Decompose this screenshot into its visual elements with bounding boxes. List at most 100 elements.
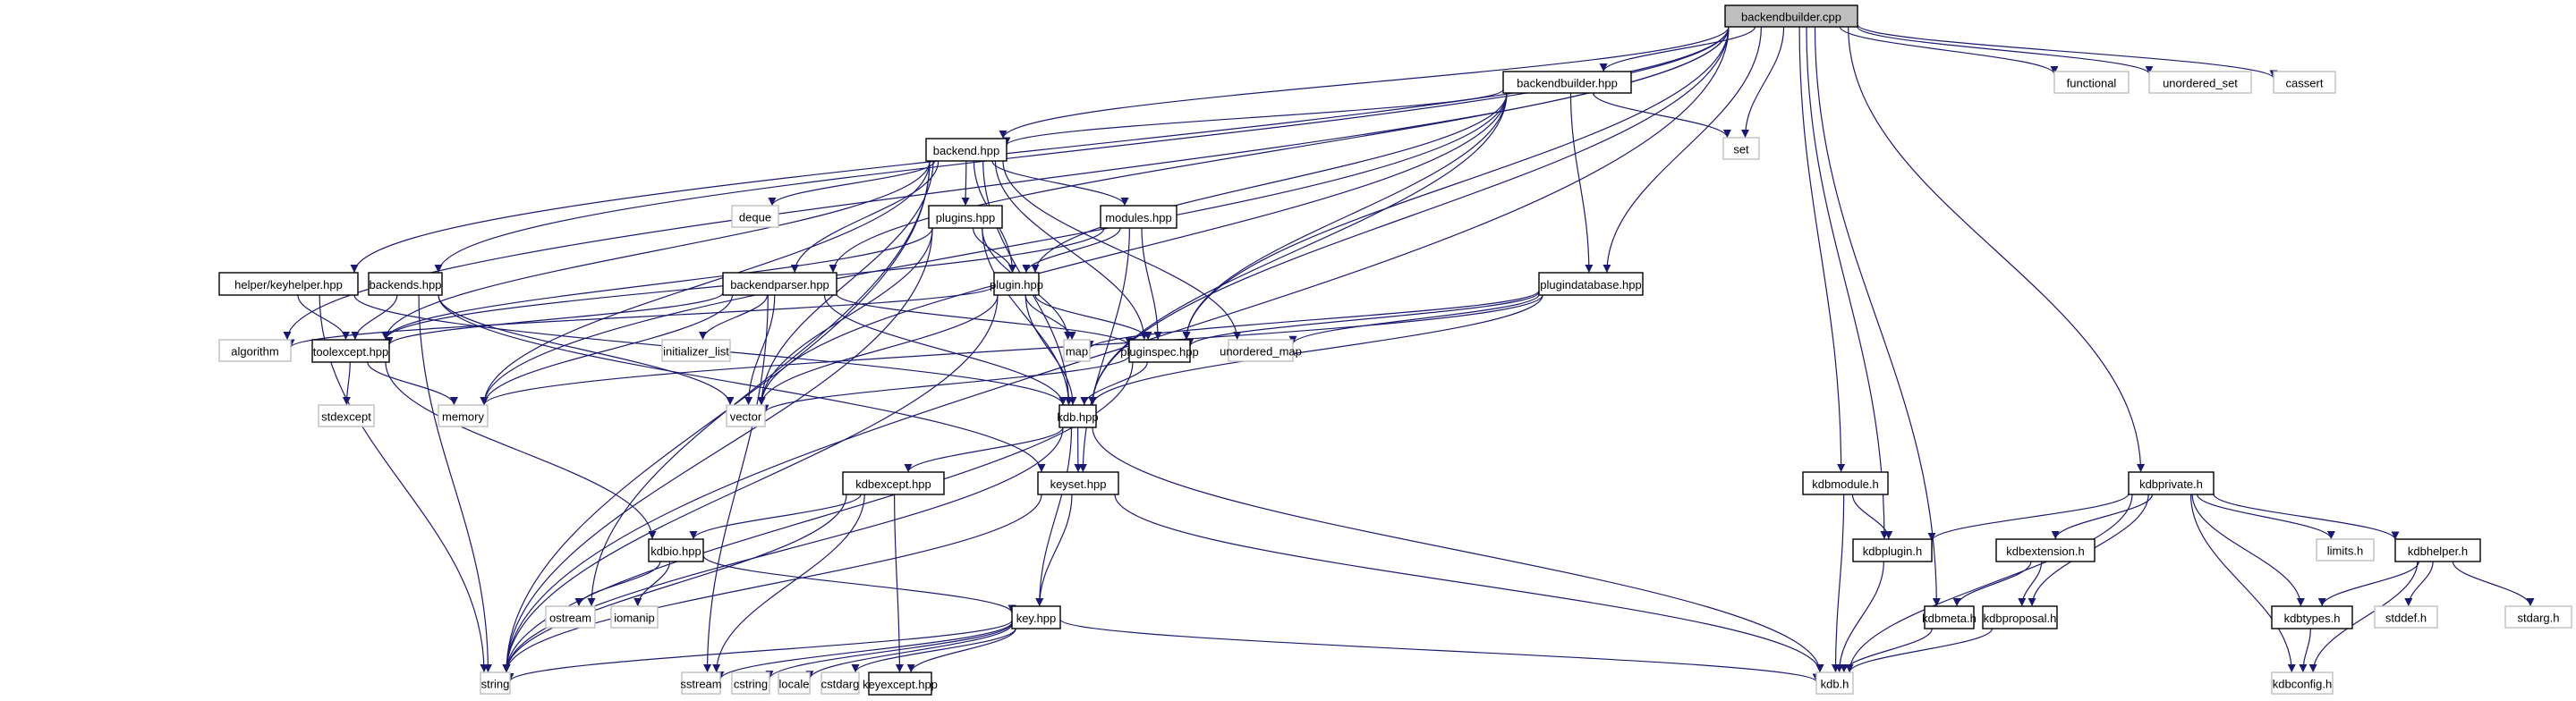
node-backendbuilder-cpp[interactable]: backendbuilder.cpp — [1724, 4, 1858, 28]
node-kdb-hpp[interactable]: kdb.hpp — [1057, 404, 1099, 428]
edge-line — [438, 294, 1046, 473]
node-label: backends.hpp — [370, 278, 442, 291]
edge-line — [1857, 24, 2278, 80]
edge-backend_hpp-to-memory — [480, 160, 931, 406]
edge-line — [1288, 293, 1540, 345]
node-plugins-hpp[interactable]: plugins.hpp — [928, 205, 1003, 229]
edge-keyset_hpp-to-kdb_h — [1114, 494, 1824, 673]
node-label: limits.h — [2327, 545, 2363, 558]
node-label: pluginspec.hpp — [1120, 345, 1198, 359]
edge-key_hpp-to-string — [506, 620, 1013, 682]
node-kdbio-hpp[interactable]: kdbio.hpp — [648, 538, 704, 562]
node-keyhelper-hpp[interactable]: helper/keyhelper.hpp — [218, 272, 359, 296]
edge-line — [1002, 160, 1242, 341]
edge-line — [1851, 494, 1893, 540]
node-backends-hpp[interactable]: backends.hpp — [368, 272, 443, 296]
node-plugin-hpp[interactable]: plugin.hpp — [990, 272, 1043, 296]
edge-line — [502, 26, 1730, 673]
node-box — [681, 671, 721, 695]
node-iomanip: iomanip — [610, 605, 659, 629]
edge-plugins_hpp-to-plugin_hpp — [972, 227, 1016, 274]
edge-line — [1024, 294, 1076, 341]
edge-backendbuilder_cpp-to-kdbprivate_h — [1848, 26, 2146, 473]
node-keyexcept-hpp[interactable]: keyexcept.hpp — [863, 671, 938, 696]
edge-kdbio_hpp-to-ostream — [574, 561, 661, 607]
node-label: backendparser.hpp — [730, 278, 829, 291]
edge-kdbexcept_hpp-to-string — [502, 494, 847, 673]
node-box — [928, 205, 1003, 229]
node-label: locale — [779, 678, 810, 691]
edge-line — [982, 227, 1073, 406]
node-backendbuilder-hpp[interactable]: backendbuilder.hpp — [1502, 71, 1632, 94]
node-kdbexcept-hpp[interactable]: kdbexcept.hpp — [842, 471, 945, 495]
node-kdbprivate-h[interactable]: kdbprivate.h — [2128, 471, 2215, 495]
edge-kdbproposal_h-to-kdb_h — [1845, 628, 1994, 673]
edge-kdbprivate_h-to-kdbconfig_h — [2189, 494, 2296, 673]
node-box — [480, 671, 511, 695]
edge-backendbuilder_hpp-to-memory — [480, 92, 1508, 406]
node-label: plugindatabase.hpp — [1540, 278, 1642, 291]
edge-backend_hpp-to-toolexcept_hpp — [381, 160, 931, 341]
node-box — [218, 339, 292, 362]
node-keyset-hpp[interactable]: keyset.hpp — [1037, 471, 1119, 495]
edge-line — [438, 294, 735, 406]
node-deque: deque — [731, 205, 779, 228]
node-box — [1128, 339, 1191, 363]
node-label: plugins.hpp — [936, 211, 996, 224]
edge-kdbio_hpp-to-key_hpp — [702, 554, 1016, 613]
edge-line — [1845, 494, 2133, 673]
node-box — [1724, 4, 1858, 28]
edge-backendparser_hpp-to-kdb_hpp — [823, 294, 1067, 406]
edge-line — [1059, 619, 1821, 682]
edge-line — [385, 292, 724, 346]
node-key-hpp[interactable]: key.hpp — [1011, 605, 1061, 629]
edge-line — [761, 355, 1130, 413]
edge-kdbio_hpp-to-iomanip — [633, 561, 671, 607]
edge-backendparser_hpp-to-pluginspec_hpp — [836, 293, 1134, 346]
edge-keyset_hpp-to-key_hpp — [1035, 494, 1073, 607]
node-label: cassert — [2286, 77, 2324, 90]
node-label: cstring — [734, 678, 768, 691]
edge-plugin_hpp-to-kdb_hpp — [1024, 294, 1077, 406]
edge-plugins_hpp-to-vector — [757, 227, 933, 406]
node-plugindatabase-hpp[interactable]: plugindatabase.hpp — [1538, 272, 1644, 296]
edge-backendbuilder_cpp-to-string — [502, 26, 1730, 673]
edge-plugin_hpp-to-map — [1024, 294, 1076, 341]
edge-backend_hpp-to-unordered_map — [1002, 160, 1242, 341]
edge-line — [502, 494, 1042, 673]
node-toolexcept-hpp[interactable]: toolexcept.hpp — [311, 339, 390, 363]
node-backend-hpp[interactable]: backend.hpp — [925, 138, 1007, 162]
edge-line — [1835, 561, 1884, 673]
edge-line — [894, 494, 904, 673]
edge-line — [2189, 494, 2296, 673]
node-kdbmodule-h[interactable]: kdbmodule.h — [1802, 471, 1889, 495]
node-kdbtypes-h[interactable]: kdbtypes.h — [2271, 605, 2353, 629]
node-box — [610, 605, 659, 629]
node-backendparser-hpp[interactable]: backendparser.hpp — [722, 272, 837, 296]
node-label: unordered_set — [2163, 77, 2238, 90]
node-box — [722, 272, 837, 296]
node-modules-hpp[interactable]: modules.hpp — [1100, 205, 1177, 229]
node-box — [1063, 339, 1091, 362]
edge-line — [506, 620, 1013, 682]
edge-key_hpp-to-kdb_h — [1059, 619, 1821, 682]
node-kdbplugin-h[interactable]: kdbplugin.h — [1852, 538, 1933, 562]
edge-line — [1022, 227, 1121, 274]
edge-backendbuilder_cpp-to-plugindatabase_hpp — [1603, 26, 1762, 274]
edge-pluginspec_hpp-to-kdb_hpp — [1080, 361, 1148, 406]
node-kdbextension-h[interactable]: kdbextension.h — [1995, 538, 2096, 562]
edge-line — [972, 227, 1016, 274]
edge-line — [1569, 92, 1594, 274]
edge-modules_hpp-to-keyset_hpp — [1078, 227, 1130, 473]
node-kdbproposal-h[interactable]: kdbproposal.h — [1982, 605, 2058, 629]
node-kdbmeta-h[interactable]: kdbmeta.h — [1922, 605, 1977, 629]
edge-backendparser_hpp-to-memory — [480, 294, 733, 406]
edge-toolexcept_hpp-to-kdbio_hpp — [385, 361, 657, 540]
node-kdbhelper-h[interactable]: kdbhelper.h — [2394, 538, 2481, 562]
node-label: unordered_map — [1220, 345, 1302, 359]
node-pluginspec-hpp[interactable]: pluginspec.hpp — [1120, 339, 1199, 363]
node-stdexcept: stdexcept — [318, 404, 375, 427]
edge-backendbuilder_hpp-to-vector — [757, 92, 1508, 406]
edge-line — [1182, 92, 1508, 341]
